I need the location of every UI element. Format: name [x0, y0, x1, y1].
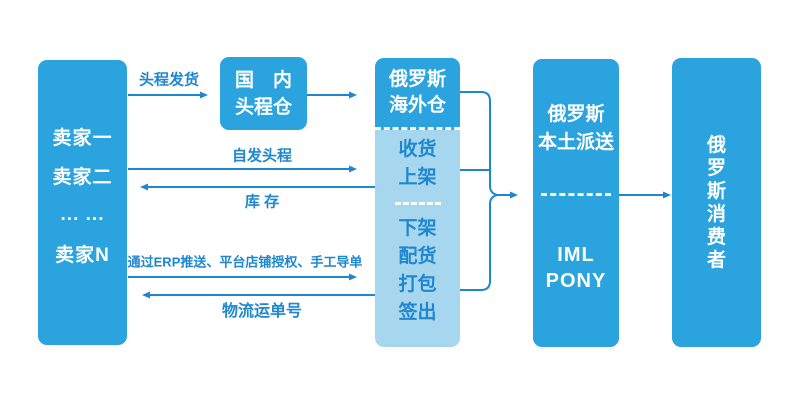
step-unshelving: 下架: [398, 218, 437, 239]
seller-ellipsis: ... ...: [60, 203, 105, 225]
label-first-leg-shipping: 头程发货: [138, 71, 200, 89]
step-shelving: 上架: [398, 167, 437, 188]
overseas-warehouse-title-line1: 俄罗斯: [388, 68, 446, 90]
steps-divider: [394, 202, 441, 205]
seller-2-label: 卖家二: [52, 167, 113, 188]
consumer-char-3: 斯: [706, 180, 726, 202]
consumer-char-6: 者: [706, 249, 726, 271]
step-receiving: 收货: [398, 139, 437, 160]
seller-n-label: 卖家N: [55, 245, 110, 266]
consumer-char-4: 消: [706, 203, 726, 225]
local-delivery-title-line1: 俄罗斯: [547, 104, 605, 125]
step-checkout: 签出: [398, 302, 437, 323]
label-erp-push: 通过ERP推送、平台店铺授权、手工导单: [127, 254, 363, 270]
step-packing: 打包: [398, 274, 437, 295]
local-delivery-title-line2: 本土派送: [537, 132, 614, 153]
carrier-names: IML PONY: [533, 242, 619, 294]
bracket-overseas-outputs: [457, 91, 498, 291]
sellers-box: 卖家一 卖家二 ... ... 卖家N: [38, 60, 127, 345]
russia-consumers-box: 俄 罗 斯 消 费 者: [672, 58, 761, 347]
label-tracking-number: 物流运单号: [221, 303, 303, 320]
delivery-divider: [541, 193, 611, 196]
russia-local-delivery-box: 俄罗斯 本土派送 IML PONY: [533, 59, 619, 347]
domestic-warehouse-line1: 国 内: [234, 69, 292, 91]
overseas-warehouse-header: 俄罗斯 海外仓: [375, 58, 460, 130]
consumer-char-1: 俄: [706, 134, 726, 156]
carrier-iml: IML: [557, 244, 595, 266]
overseas-warehouse-steps: 收货 上架 下架 配货 打包 签出: [375, 130, 460, 327]
russia-overseas-warehouse-box: 俄罗斯 海外仓 收货 上架 下架 配货 打包 签出: [375, 58, 460, 347]
domestic-warehouse-line2: 头程仓: [234, 96, 292, 118]
local-delivery-title: 俄罗斯 本土派送: [533, 101, 619, 157]
domestic-first-leg-warehouse-box: 国 内 头程仓: [220, 57, 307, 130]
consumer-char-5: 费: [706, 226, 726, 248]
label-inventory: 库 存: [244, 193, 280, 211]
seller-1-label: 卖家一: [52, 128, 113, 149]
label-self-first-leg: 自发头程: [231, 147, 293, 165]
consumer-char-2: 罗: [706, 157, 726, 179]
step-picking: 配货: [398, 246, 437, 267]
carrier-pony: PONY: [545, 270, 607, 292]
overseas-warehouse-title-line2: 海外仓: [388, 94, 446, 116]
